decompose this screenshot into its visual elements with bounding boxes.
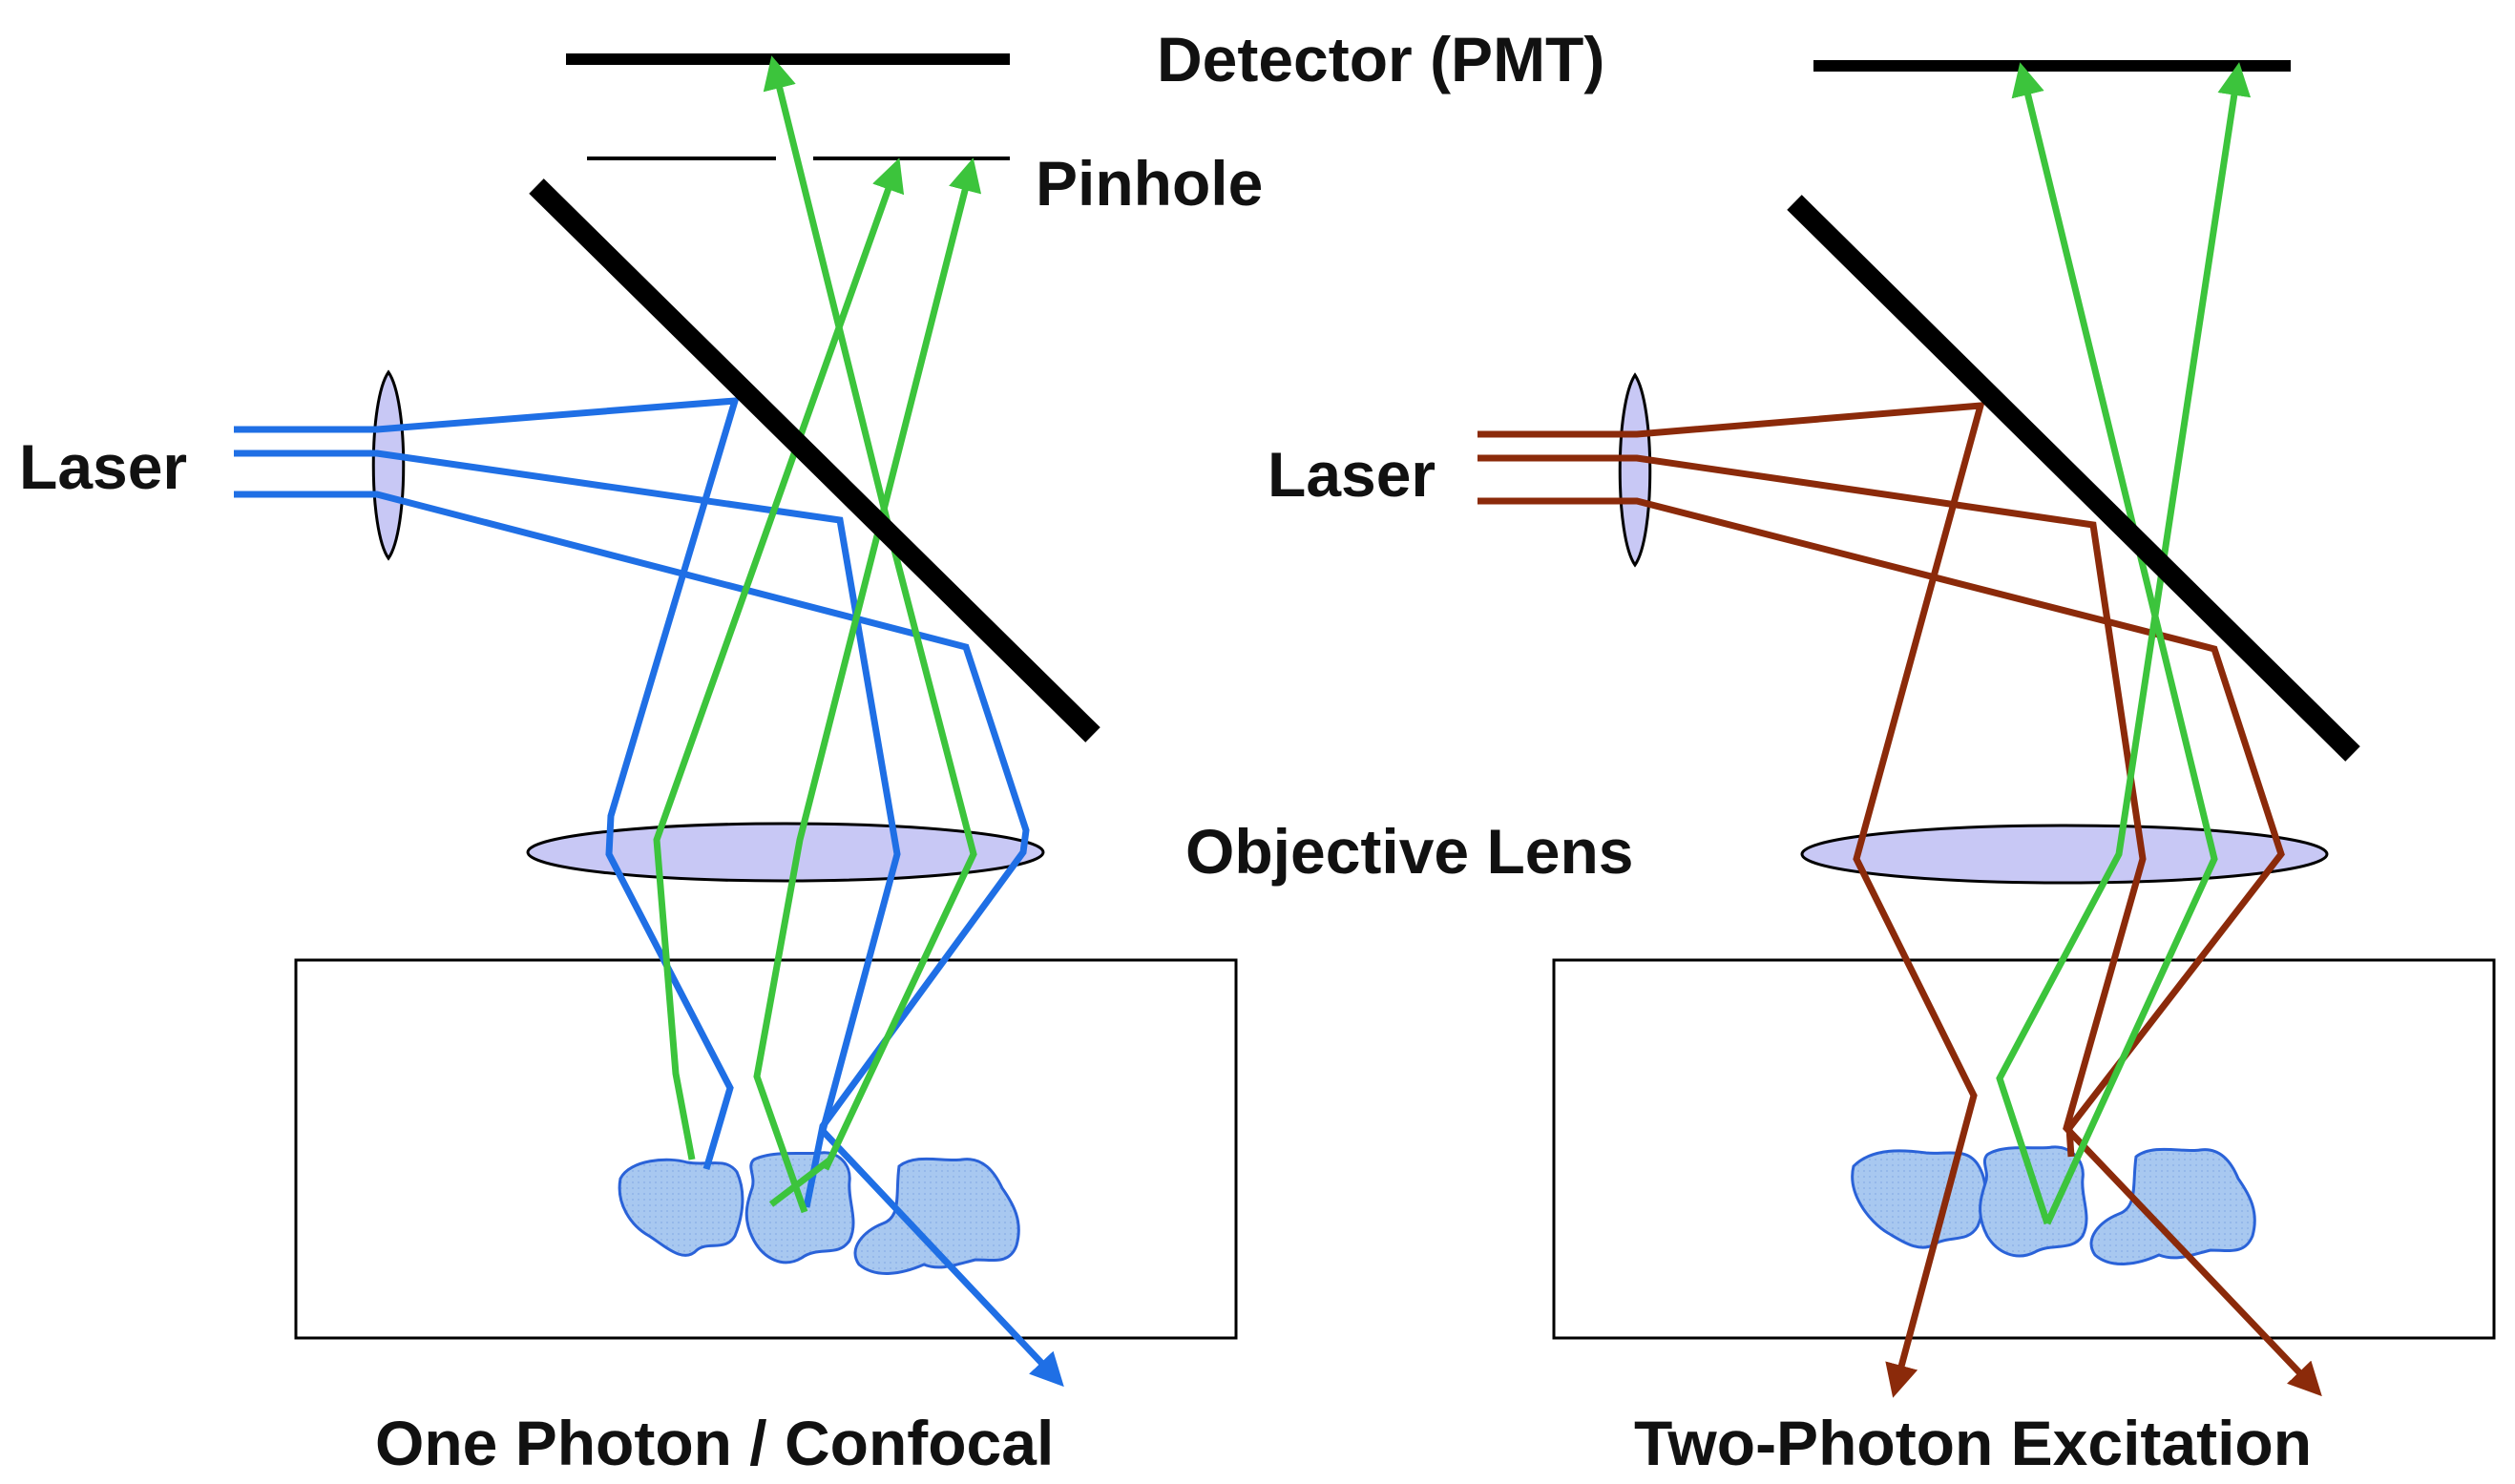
cells-right: [1851, 1145, 2256, 1265]
laser-lens-right: [1618, 372, 1652, 568]
emission-rays-right: [1996, 62, 2252, 1225]
laser-label-right: Laser: [1268, 439, 1436, 510]
cell: [1979, 1145, 2088, 1258]
caption-one-photon: One Photon / Confocal: [375, 1408, 1054, 1478]
sample-box-right: [1552, 958, 2496, 1340]
laser-lens-left: [371, 369, 406, 561]
pinhole-label: Pinhole: [1036, 148, 1263, 219]
cell: [618, 1158, 744, 1257]
excitation-rays-left: [234, 397, 1064, 1388]
dichroic-mirror-left: [529, 178, 1100, 742]
laser-label-left: Laser: [19, 431, 187, 502]
cells-left: [618, 1151, 1020, 1275]
excitation-rays-right: [1478, 402, 2322, 1398]
cell: [853, 1157, 1020, 1275]
two-photon-panel: [1478, 60, 2496, 1398]
objective-lens-right: [1800, 824, 2329, 885]
emission-rays-left: [653, 55, 982, 1214]
detector-label: Detector (PMT): [1157, 24, 1604, 94]
cell: [1851, 1149, 1987, 1249]
caption-two-photon: Two-Photon Excitation: [1634, 1408, 2312, 1478]
sample-box-left: [294, 958, 1238, 1340]
objective-lens-label: Objective Lens: [1185, 816, 1634, 887]
cell: [2089, 1147, 2256, 1265]
one-photon-panel: [234, 53, 1238, 1388]
dichroic-mirror-right: [1787, 195, 2360, 762]
